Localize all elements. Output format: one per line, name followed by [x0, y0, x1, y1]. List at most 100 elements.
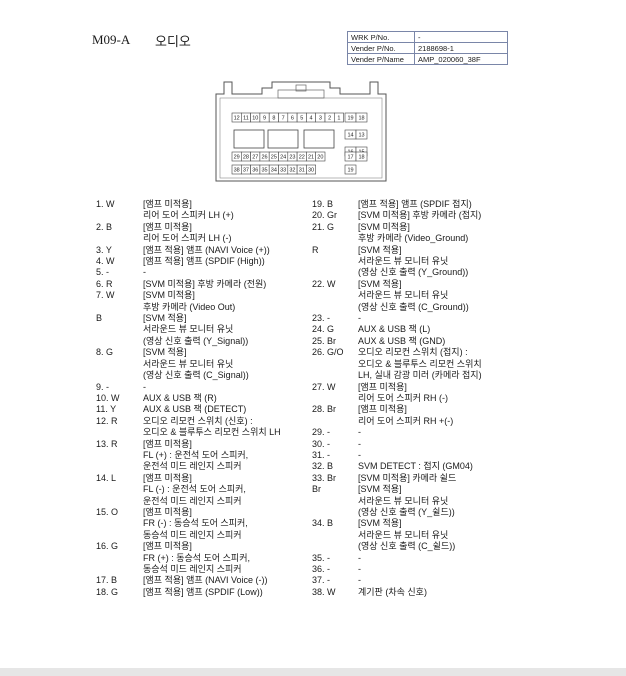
info-label: Vender P/Name [347, 53, 415, 65]
pin-entry: 24. G AUX & USB 잭 (L) [312, 324, 522, 335]
pin-cell [355, 129, 368, 140]
pin-entry: 2. B[앰프 미적용]리어 도어 스피커 LH (-) [96, 222, 308, 245]
pin-description: 오디오 리모컨 스위치 (신호) :오디오 & 블루투스 리모컨 스위치 LH [143, 416, 308, 439]
pin-description: [SVM 미적용] 카메라 쉴드 [358, 473, 522, 484]
pin-description-line: 서라운드 뷰 모니터 유닛 [358, 256, 449, 267]
pin-number: 24. G [312, 324, 335, 335]
pin-number: 11. Y [96, 404, 117, 415]
pin-description: [앰프 미적용]FR (-) : 동승석 도어 스피커,동승석 미드 레인지 스… [143, 507, 308, 541]
pin-entry: 36. -- [312, 564, 522, 575]
pin-number: 38. W [312, 586, 336, 597]
pin-cell-label: 26 [261, 155, 267, 161]
pin-cell-label: 5 [300, 116, 303, 122]
pin-entry: 8. G[SVM 적용]서라운드 뷰 모니터 유닛(영상 신호 출력 (C_Si… [96, 347, 308, 381]
pin-cell-label: 32 [289, 168, 295, 174]
pin-description-line: 리어 도어 스피커 RH +(-) [358, 415, 454, 426]
connector-code: M09-A [92, 32, 131, 47]
pin-entry: 6. R [SVM 미적용] 후방 카메라 (전원) [96, 279, 308, 290]
pin-number: 37. - [312, 575, 331, 586]
pin-description: [앰프 적용] 앰프 (SPDIF (Low)) [143, 587, 308, 598]
pin-description: [앰프 적용] 앰프 (NAVI Voice (-)) [143, 575, 308, 586]
pin-cell-label: 1 [337, 116, 340, 122]
pin-description: - [143, 267, 308, 278]
pin-cell [315, 151, 326, 162]
info-value: - [414, 31, 508, 43]
cavity-block [267, 129, 299, 149]
pin-description: [SVM 미적용]후방 카메라 (Video_Ground) [358, 222, 522, 245]
pin-description-line: [앰프 미적용] [143, 199, 192, 209]
pin-description-line: (영상 신호 출력 (C_쉴드)) [358, 541, 456, 552]
part-info-table: WRK P/No. - Vender P/No. 2188698-1 Vende… [347, 31, 508, 65]
pin-description: [앰프 미적용]FL (+) : 운전석 도어 스피커,운전석 미드 레인지 스… [143, 439, 308, 473]
pin-number: 17. B [96, 575, 118, 586]
pin-entry: 25. Br AUX & USB 잭 (GND) [312, 336, 522, 347]
pin-description: [SVM 적용]서라운드 뷰 모니터 유닛(영상 신호 출력 (Y_Signal… [143, 313, 308, 347]
pin-cell-label: 2 [328, 116, 331, 122]
pin-number: 25. Br [312, 335, 337, 346]
pin-description-line: (영상 신호 출력 (Y_Signal)) [143, 335, 249, 346]
pin-description: - [358, 439, 522, 450]
pin-description: [SVM 적용]서라운드 뷰 모니터 유닛(영상 신호 출력 (Y_쉴드)) [358, 484, 522, 518]
pin-number: 4. W [96, 256, 115, 267]
pin-cell [334, 112, 344, 123]
pin-description-line: [SVM 적용] [143, 347, 187, 358]
pin-number: 15. O [96, 506, 119, 517]
pin-cell-label: 17 [347, 155, 353, 161]
pin-description-line: AUX & USB 잭 (DETECT) [143, 404, 247, 415]
pin-description: [SVM 미적용] 후방 카메라 (전원) [143, 279, 308, 290]
pin-number: 32. B [312, 461, 334, 472]
pin-description: - [358, 564, 522, 575]
pin-entry: 27. W[앰프 미적용]리어 도어 스피커 RH (-) [312, 382, 522, 405]
pin-description-line: AUX & USB 잭 (L) [358, 324, 431, 335]
pin-entry: 7. W[SVM 미적용]후방 카메라 (Video Out) [96, 290, 308, 313]
pin-cell-label: 4 [310, 116, 313, 122]
pin-description: - [358, 553, 522, 564]
pin-number: 6. R [96, 278, 113, 289]
pin-cell [306, 164, 317, 175]
pin-number: 30. - [312, 438, 331, 449]
pin-entry: 35. -- [312, 553, 522, 564]
pin-description: [SVM 미적용] 후방 카메라 (접지) [358, 210, 522, 221]
pin-description-line: 서라운드 뷰 모니터 유닛 [358, 495, 449, 506]
pin-cell-label: 38 [234, 168, 240, 174]
pin-description-line: 운전석 미드 레인지 스피커 [143, 495, 242, 506]
pin-description-line: (영상 신호 출력 (Y_Ground)) [358, 267, 469, 278]
pin-description-line: 운전석 미드 레인지 스피커 [143, 461, 242, 472]
pin-description: [SVM 미적용]후방 카메라 (Video Out) [143, 290, 308, 313]
connector-diagram: 1211109876543211918141316152928272625242… [215, 81, 387, 182]
pin-entry: 29. -- [312, 427, 522, 438]
pin-description-line: LH, 실내 감광 미러 (카메라 접지) [358, 370, 482, 381]
pin-entry: 37. -- [312, 575, 522, 586]
pin-description: [앰프 적용] 앰프 (SPDIF 접지) [358, 199, 522, 210]
pin-entry: 14. L[앰프 미적용]FL (-) : 운전석 도어 스피커,운전석 미드 … [96, 473, 308, 507]
pin-description-line: AUX & USB 잭 (GND) [358, 335, 446, 346]
pin-list-left: 1. W[앰프 미적용]리어 도어 스피커 LH (+)2. B[앰프 미적용]… [96, 199, 308, 598]
pin-cell-label: 13 [358, 133, 364, 139]
info-value: AMP_020060_38F [414, 53, 508, 65]
pin-description-line: 리어 도어 스피커 LH (+) [143, 210, 234, 221]
pin-description-line: 오디오 & 블루투스 리모컨 스위치 LH [143, 427, 281, 438]
pin-description-line: FR (-) : 동승석 도어 스피커, [143, 518, 248, 529]
pin-cell-label: 14 [347, 133, 353, 139]
pin-description-line: [앰프 적용] 앰프 (SPDIF (Low)) [143, 586, 263, 597]
pin-cell-label: 19 [347, 116, 353, 122]
pin-entry: 21. G[SVM 미적용]후방 카메라 (Video_Ground) [312, 222, 522, 245]
pin-description-line: [앰프 적용] 앰프 (NAVI Voice (+)) [143, 244, 270, 255]
pin-number: 20. Gr [312, 210, 338, 221]
info-label: WRK P/No. [347, 31, 415, 43]
pin-description: AUX & USB 잭 (R) [143, 393, 308, 404]
pin-cell-label: 21 [308, 155, 314, 161]
pin-description-line: [SVM 적용] [358, 518, 402, 529]
pin-description: SVM DETECT : 접지 (GM04) [358, 461, 522, 472]
pin-description-line: (영상 신호 출력 (Y_쉴드)) [358, 506, 455, 517]
pin-cell-label: 25 [271, 155, 277, 161]
pin-description: [앰프 적용] 앰프 (SPDIF (High)) [143, 256, 308, 267]
info-row: Vender P/No. 2188698-1 [347, 42, 508, 54]
pin-description-line: (영상 신호 출력 (C_Signal)) [143, 370, 249, 381]
pin-description: [앰프 미적용]FL (-) : 운전석 도어 스피커,운전석 미드 레인지 스… [143, 473, 308, 507]
pin-number: 28. Br [312, 404, 337, 415]
pin-description: AUX & USB 잭 (DETECT) [143, 404, 308, 415]
pin-number: 29. - [312, 427, 331, 438]
pin-cell-label: 6 [291, 116, 294, 122]
